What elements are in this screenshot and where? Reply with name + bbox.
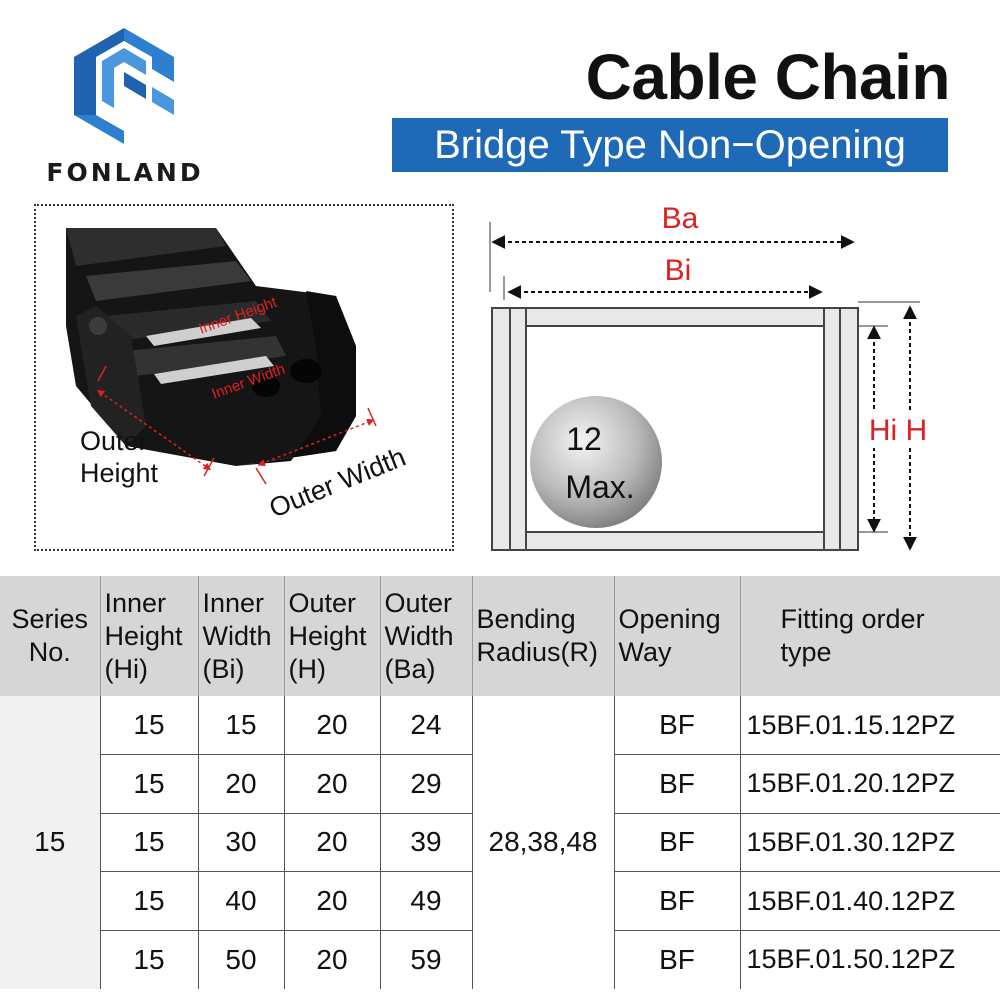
cell-inner-width: 30 [197, 813, 284, 873]
cell-series-no: 15 [0, 696, 100, 989]
dim-label-ba: Ba [662, 202, 699, 235]
cell-fitting-type: 15BF.01.30.12PZ [739, 813, 1000, 873]
dim-label-bi: Bi [665, 254, 692, 287]
product-photo-panel: Inner Height Inner Width Outer Height Ou… [34, 204, 454, 551]
ball-label-12: 12 [566, 421, 602, 457]
cell-outer-height: 20 [283, 871, 380, 931]
table-row: 15 20 20 29 BF 15BF.01.20.12PZ [0, 754, 1000, 814]
ball-label-max: Max. [565, 469, 634, 505]
cell-opening-way: BF [613, 871, 740, 931]
cell-inner-width: 50 [197, 930, 284, 989]
table-row: 15 30 20 39 BF 15BF.01.30.12PZ [0, 813, 1000, 873]
cell-opening-way: BF [613, 930, 740, 989]
cell-opening-way: BF [613, 696, 740, 756]
max-cable-ball-icon [530, 396, 662, 528]
dim-label-hi-h: Hi H [869, 414, 927, 447]
cross-section-diagram: Ba Bi 12 Max. Hi H [489, 202, 936, 551]
cell-outer-width: 59 [379, 930, 472, 989]
chain-cross-section-frame [491, 307, 859, 551]
cell-opening-way: BF [613, 813, 740, 873]
cell-outer-height: 20 [283, 696, 380, 756]
table-row: 15 40 20 49 BF 15BF.01.40.12PZ [0, 871, 1000, 931]
cell-outer-width: 29 [379, 754, 472, 814]
cell-inner-height: 15 [99, 871, 198, 931]
table-row: 15 15 15 20 24 28,38,48 BF 15BF.01.15.12… [0, 696, 1000, 989]
cell-inner-height: 15 [99, 930, 198, 989]
cell-inner-height: 15 [99, 696, 198, 756]
page-title: Cable Chain [585, 41, 951, 113]
cell-inner-width: 40 [197, 871, 284, 931]
cell-inner-width: 20 [197, 754, 284, 814]
cell-outer-width: 49 [379, 871, 472, 931]
cell-outer-width: 24 [379, 696, 472, 756]
cell-outer-height: 20 [283, 813, 380, 873]
table-row: 15 50 20 59 BF 15BF.01.50.12PZ [0, 930, 1000, 989]
cell-fitting-type: 15BF.01.15.12PZ [739, 696, 1000, 756]
cell-fitting-type: 15BF.01.40.12PZ [739, 871, 1000, 931]
cell-inner-width: 15 [197, 696, 284, 756]
cell-inner-height: 15 [99, 813, 198, 873]
cell-inner-height: 15 [99, 754, 198, 814]
label-outer-height-2: Height [80, 458, 159, 488]
cell-opening-way: BF [613, 754, 740, 814]
cell-bending-radius: 28,38,48 [471, 696, 614, 989]
cell-outer-width: 39 [379, 813, 472, 873]
cell-fitting-type: 15BF.01.50.12PZ [739, 930, 1000, 989]
label-outer-height-1: Outer [80, 426, 148, 456]
fonland-logo-icon [74, 28, 174, 144]
cell-outer-height: 20 [283, 930, 380, 989]
cable-chain-photo: Inner Height Inner Width Outer Height Ou… [66, 228, 410, 524]
brand-name: FONLAND [46, 158, 204, 187]
page-subtitle: Bridge Type Non−Opening [392, 118, 948, 172]
cell-outer-height: 20 [283, 754, 380, 814]
cell-fitting-type: 15BF.01.20.12PZ [739, 754, 1000, 814]
